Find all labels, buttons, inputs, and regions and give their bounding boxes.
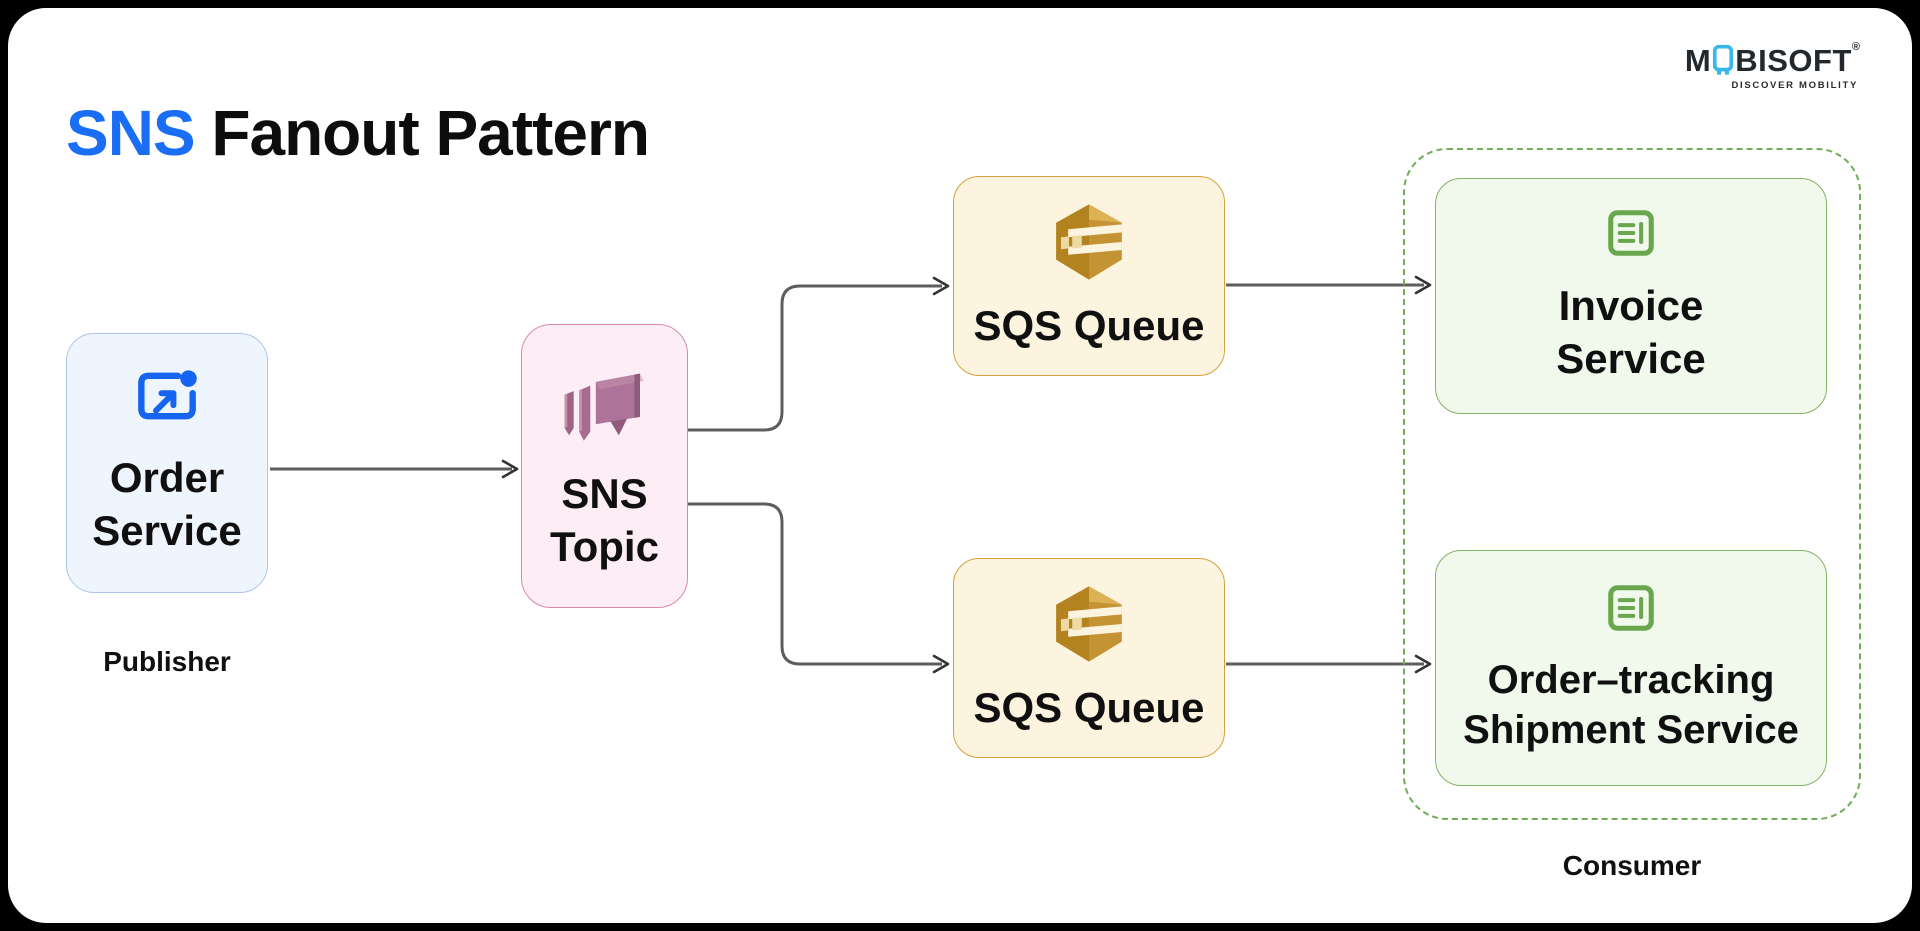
consumer-group-container [1403, 148, 1861, 820]
node-sqs-queue-top: SQS Queue [953, 176, 1225, 376]
sqs-queue-bottom-label: SQS Queue [973, 683, 1205, 731]
mobisoft-logo: M BISOFT ® DISCOVER MOBILITY [1684, 41, 1860, 92]
consumer-label: Consumer [1562, 850, 1702, 881]
title-accent: SNS [66, 97, 196, 169]
order-service-label: Order Service [92, 454, 242, 554]
document-list-icon [1608, 584, 1654, 631]
document-list-icon [1608, 210, 1654, 256]
node-sns-topic: SNS Topic [521, 324, 688, 608]
logo-letter-m: M [1684, 42, 1712, 78]
sqs-queue-icon [1056, 585, 1122, 662]
sns-topic-icon [564, 373, 644, 441]
logo-wordmark: M BISOFT ® [1684, 41, 1860, 78]
node-shipment-service: Order–tracking Shipment Service [1435, 550, 1827, 786]
sqs-queue-top-label: SQS Queue [973, 301, 1205, 349]
sns-topic-label: SNS Topic [550, 470, 659, 570]
diagram-canvas: SNS Fanout Pattern M BISOFT ® DISCOVER M… [8, 8, 1912, 923]
invoice-service-label: Invoice Service [1556, 282, 1706, 382]
node-invoice-service: Invoice Service [1435, 178, 1827, 414]
shipment-service-label: Order–tracking Shipment Service [1463, 657, 1799, 752]
phone-icon [1713, 44, 1734, 75]
title-rest: Fanout Pattern [194, 97, 650, 169]
node-order-service: Order Service [66, 333, 268, 593]
registered-mark: ® [1851, 41, 1860, 53]
connector-sns-to-sqs-top [688, 284, 942, 432]
publisher-label: Publisher [103, 646, 231, 677]
arrowhead-sns-to-sqs-top [932, 276, 950, 296]
page-title: SNS Fanout Pattern [66, 96, 650, 170]
order-export-icon [138, 370, 197, 420]
connector-sns-to-sqs-bottom [688, 502, 942, 666]
node-sqs-queue-bottom: SQS Queue [953, 558, 1225, 758]
arrowhead-order-to-sns [501, 459, 519, 479]
logo-tagline: DISCOVER MOBILITY [1731, 80, 1858, 91]
arrowhead-sns-to-sqs-bottom [932, 654, 950, 674]
sqs-queue-icon [1056, 203, 1122, 280]
logo-rest: BISOFT [1735, 42, 1852, 78]
